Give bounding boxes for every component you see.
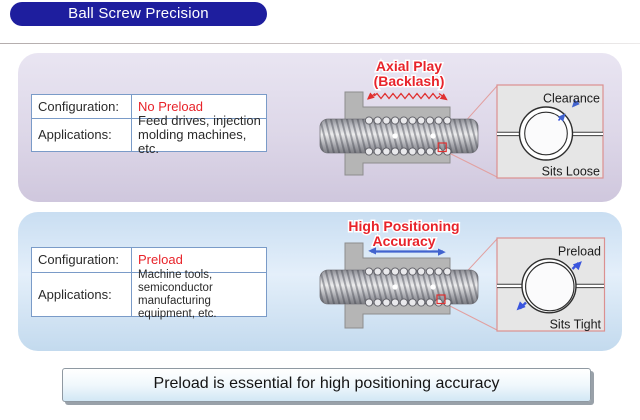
groove-lines	[497, 131, 603, 137]
ball-row	[364, 116, 452, 125]
page-title-badge: Ball Screw Precision	[10, 2, 267, 26]
detail-source-marker	[437, 142, 447, 153]
header-divider	[0, 43, 640, 44]
preload-detail-box: Preload Sits Tight	[496, 237, 606, 332]
configuration-label: Configuration:	[32, 248, 132, 273]
ball-highlight	[392, 284, 398, 290]
ball-highlight	[430, 284, 436, 290]
clearance-detail-box: Clearance Sits Loose	[496, 84, 604, 179]
no-preload-illustration: Axial Play (Backlash) Clearance Sits Loo	[319, 57, 604, 179]
ball-row	[364, 267, 452, 276]
screw-threads	[320, 270, 478, 304]
high-positioning-label-line2: Accuracy	[372, 233, 435, 249]
preload-force-arrows	[516, 261, 582, 311]
preload-label: Preload	[558, 245, 601, 259]
applications-label: Applications:	[32, 119, 132, 151]
ball	[524, 111, 568, 156]
configuration-label: Configuration:	[32, 95, 132, 119]
applications-value: Machine tools, semiconductor manufacturi…	[138, 268, 217, 320]
ball	[524, 261, 575, 312]
axial-play-label-line1: Axial Play	[376, 58, 442, 74]
high-positioning-label-line1: High Positioning	[348, 218, 459, 234]
preload-illustration: High Positioning Accuracy Preload Sits T…	[319, 217, 606, 332]
page-title: Ball Screw Precision	[68, 5, 209, 22]
no-preload-info-table: Configuration: No Preload Applications: …	[31, 94, 267, 156]
sits-loose-label: Sits Loose	[542, 165, 600, 179]
preload-info-table: Configuration: Preload Applications: Mac…	[31, 247, 267, 320]
axial-play-zigzag-arrow	[369, 94, 446, 99]
high-positioning-callout: High Positioning Accuracy	[347, 217, 461, 256]
applications-label: Applications:	[32, 273, 132, 316]
ball-highlight	[430, 133, 436, 139]
detail-source-marker	[436, 294, 446, 305]
sits-tight-label: Sits Tight	[550, 318, 602, 332]
groove-lines	[497, 283, 604, 289]
clearance-gap-arrows	[557, 99, 580, 122]
ball-highlight	[392, 133, 398, 139]
configuration-value: Preload	[132, 248, 266, 273]
ball-screw-assembly	[319, 91, 479, 176]
footer-banner: Preload is essential for high positionin…	[62, 368, 591, 402]
axial-play-callout: Axial Play (Backlash)	[369, 57, 446, 99]
ball-screw-assembly	[319, 242, 479, 329]
applications-value: Feed drives, injection molding machines,…	[138, 113, 261, 156]
screw-threads	[320, 119, 478, 153]
clearance-label: Clearance	[543, 92, 600, 106]
footer-message: Preload is essential for high positionin…	[153, 375, 500, 392]
axial-play-label-line2: (Backlash)	[374, 73, 445, 89]
configuration-value: No Preload	[132, 95, 266, 119]
